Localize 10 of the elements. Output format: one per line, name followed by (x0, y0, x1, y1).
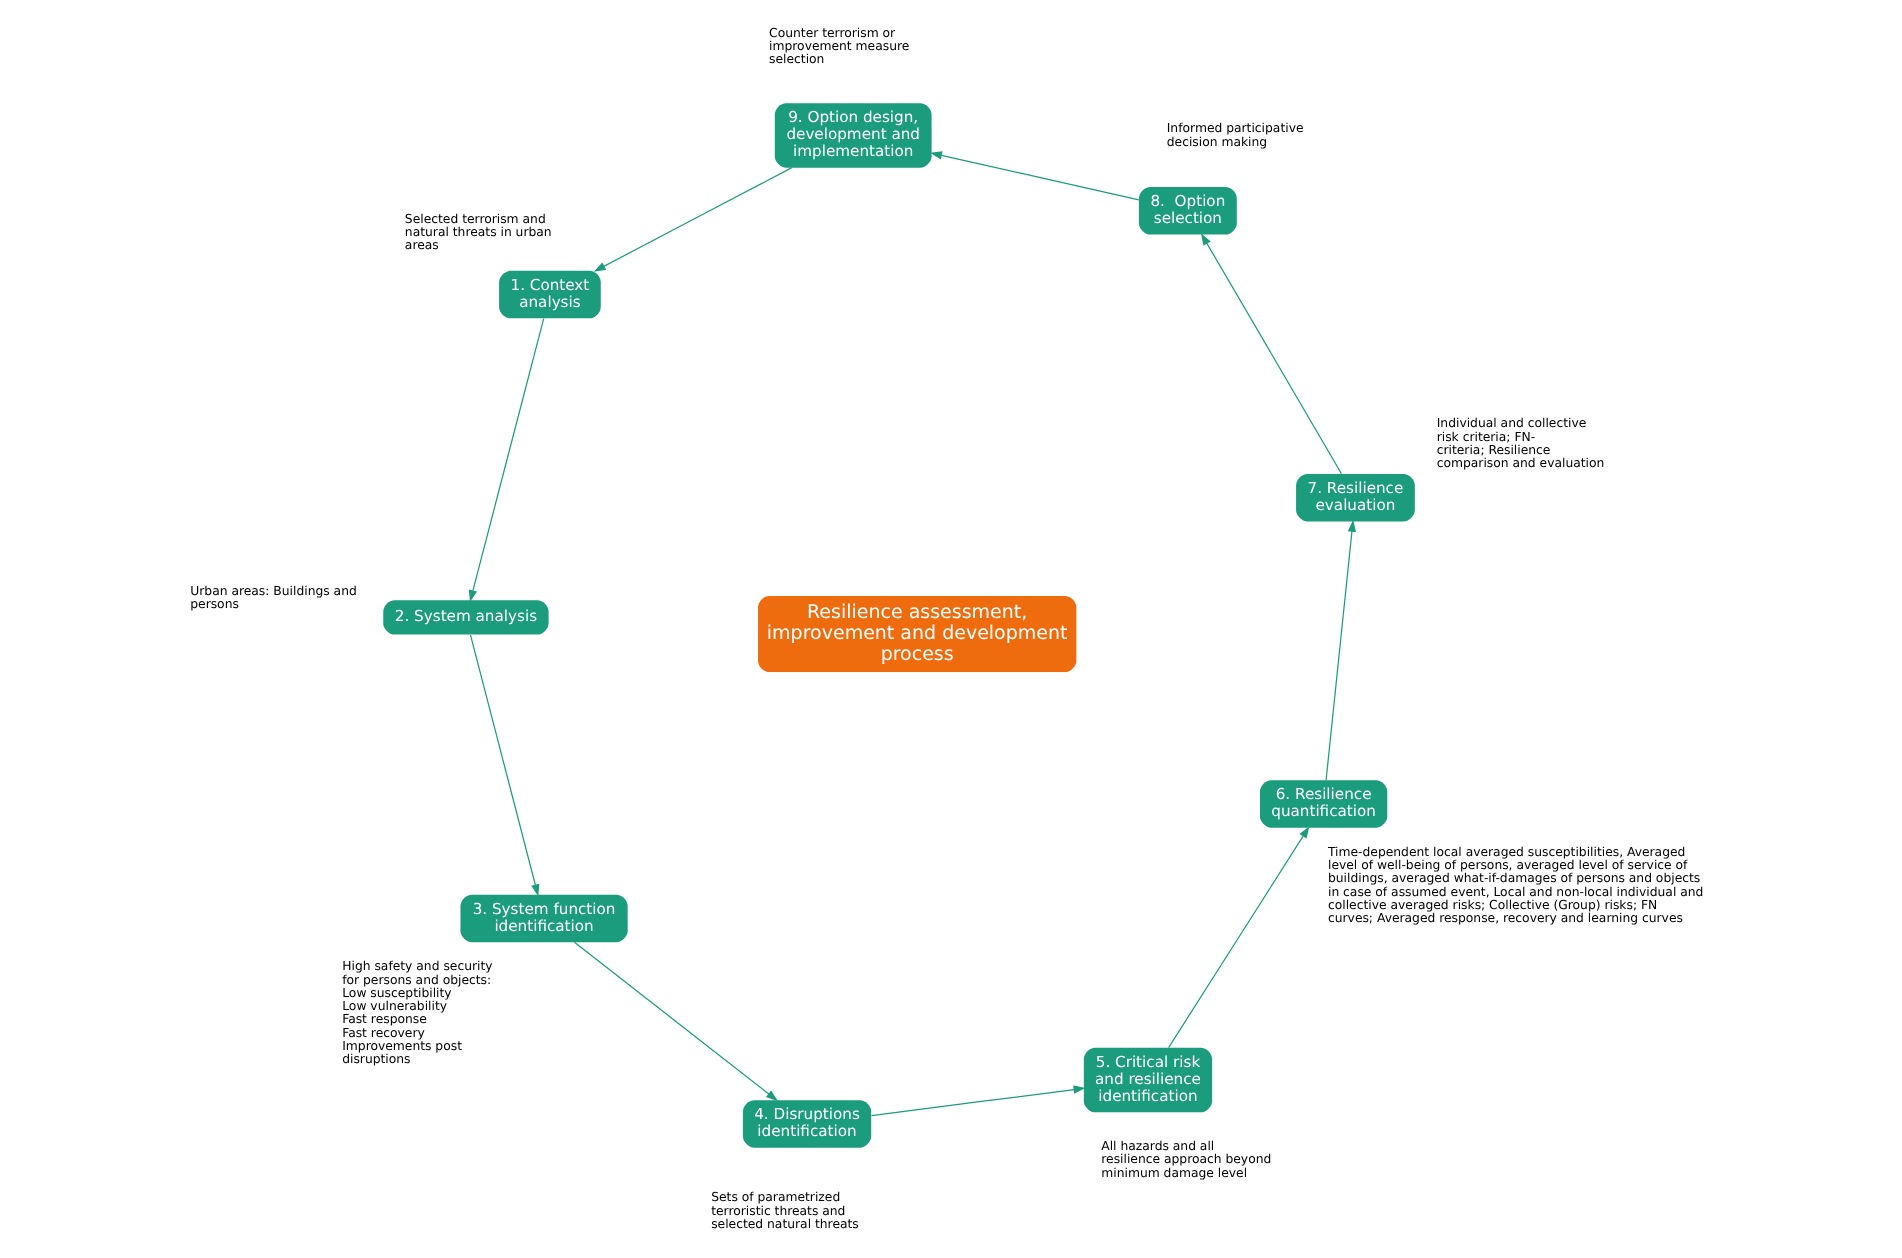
arrow (572, 941, 777, 1102)
arrow (468, 634, 539, 897)
arrow (467, 318, 544, 603)
arrow (592, 167, 792, 272)
arrow (869, 1085, 1085, 1117)
arrow (1324, 519, 1356, 781)
arrow (1167, 826, 1309, 1049)
node-box: Resilience assessment, improvement and development process (757, 596, 1076, 673)
arrow (1200, 233, 1342, 475)
arrow (929, 151, 1139, 201)
